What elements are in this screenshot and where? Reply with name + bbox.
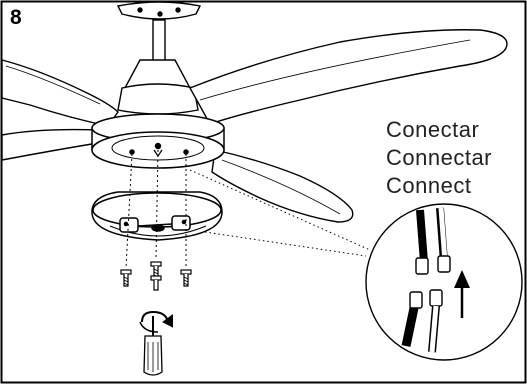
clockwise-rotation-icon bbox=[139, 310, 173, 333]
motor-ring bbox=[91, 113, 225, 169]
screw bbox=[180, 269, 192, 287]
instruction-labels: Conectar Connectar Connect bbox=[386, 116, 492, 200]
up-arrow-icon bbox=[454, 270, 470, 318]
callout-lines bbox=[189, 169, 371, 257]
screws bbox=[120, 261, 192, 291]
ceiling-canopy bbox=[116, 1, 202, 20]
label-spanish: Conectar bbox=[386, 117, 480, 142]
screwdriver-icon bbox=[143, 316, 163, 376]
connector-detail bbox=[365, 203, 523, 361]
label-english: Connect bbox=[386, 173, 472, 198]
blade-far-left bbox=[1, 128, 105, 161]
label-italian: Connectar bbox=[386, 145, 493, 170]
alignment-guides bbox=[125, 149, 187, 269]
blade-right bbox=[189, 29, 508, 125]
blade-lower-right bbox=[211, 149, 354, 223]
blade-left bbox=[1, 59, 119, 127]
screw bbox=[120, 269, 132, 287]
screw bbox=[150, 275, 162, 291]
motor-housing bbox=[117, 59, 199, 115]
downrod bbox=[152, 19, 166, 63]
step-number: 8 bbox=[10, 6, 22, 29]
